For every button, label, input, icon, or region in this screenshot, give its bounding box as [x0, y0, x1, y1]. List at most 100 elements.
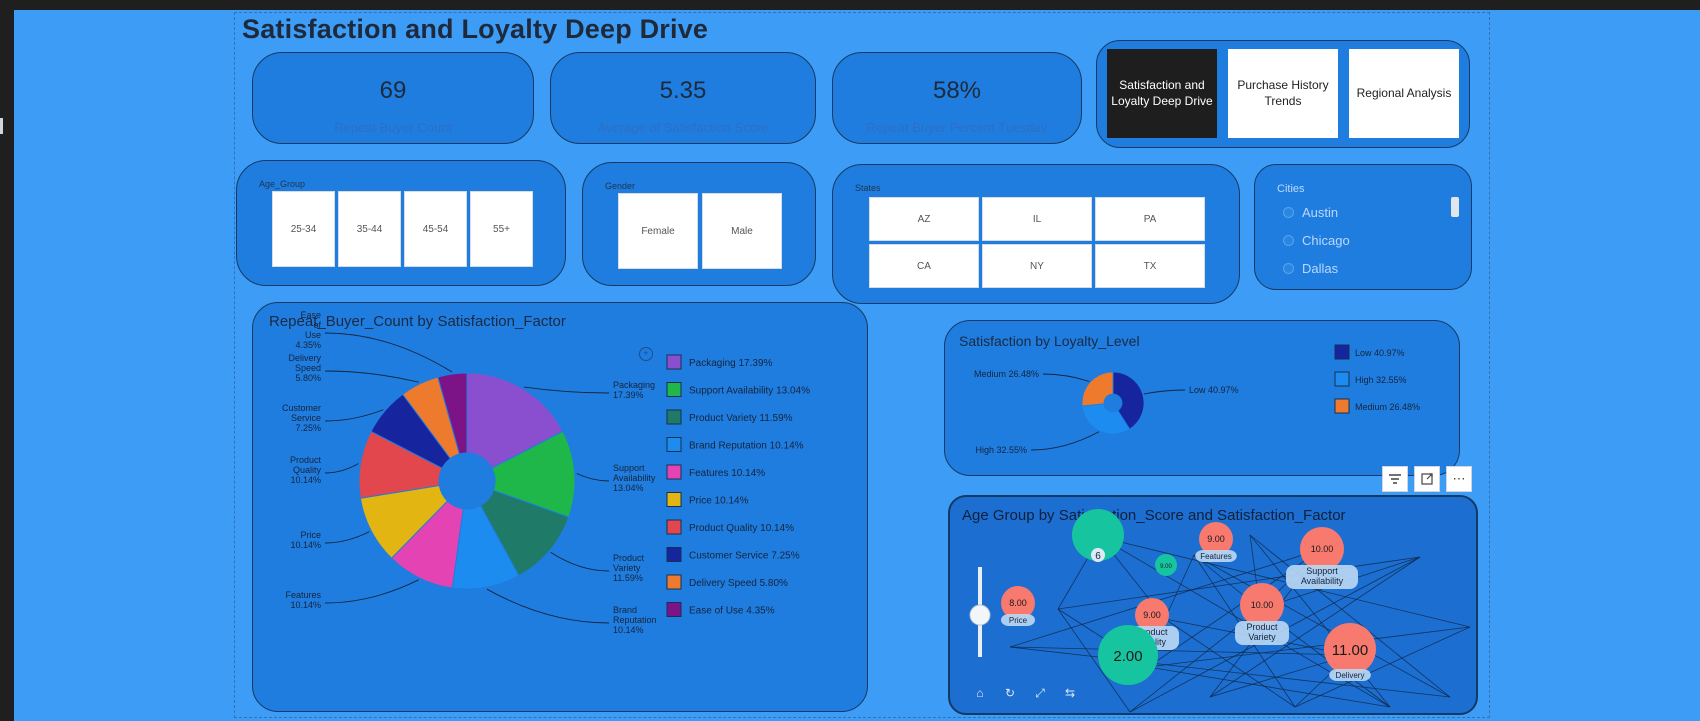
focus-mode-icon[interactable]	[1414, 466, 1440, 492]
legend-swatch	[666, 519, 682, 535]
more-options-icon[interactable]: ⋯	[1446, 466, 1472, 492]
bubble-value: 10.00	[1251, 600, 1274, 610]
legend-swatch	[1334, 371, 1350, 387]
count-badge	[1091, 548, 1105, 562]
state-option[interactable]: CA	[869, 244, 979, 288]
kpi-label: Repeat Buyer Count	[334, 120, 452, 135]
bubble-sublabel-bg	[1235, 621, 1289, 645]
state-option[interactable]: IL	[982, 197, 1092, 241]
state-option[interactable]: AZ	[869, 197, 979, 241]
zoom-slider-handle	[969, 604, 991, 626]
network-link	[1164, 554, 1195, 620]
bubble-sublabel-bg	[1195, 550, 1237, 562]
leader-line	[524, 386, 610, 394]
legend-label: Customer Service 7.25%	[689, 551, 800, 562]
nav-button-satisfaction[interactable]: Satisfaction and Loyalty Deep Drive	[1107, 49, 1217, 138]
gender-slicer: Gender Female Male	[582, 162, 816, 286]
bubble-node	[1001, 586, 1035, 620]
city-option[interactable]: Dallas	[1283, 261, 1338, 276]
repeat-buyer-donut-visual: Repeat_Buyer_Count by Satisfaction_Facto…	[252, 302, 868, 712]
kpi-value: 69	[379, 77, 407, 104]
left-bar-marker	[0, 118, 3, 134]
leader-line	[324, 463, 359, 474]
legend-swatch	[666, 437, 682, 452]
kpi-card-repeat-buyers[interactable]: 69 Repeat Buyer Count	[252, 52, 534, 144]
age-group-slicer: Age_Group 25-34 35-44 45-54 55+	[236, 160, 566, 286]
focus-icon[interactable]: +	[639, 347, 653, 361]
count-label: 6	[1095, 551, 1101, 562]
donut-chart-loyalty-level: Low 40.97%High 32.55%Medium 26.48%Low 40…	[974, 344, 1420, 455]
leader-line	[550, 551, 610, 572]
network-link	[1164, 618, 1296, 708]
legend-swatch	[666, 574, 682, 590]
bubble-node	[1135, 598, 1169, 632]
age-option[interactable]: 25-34	[272, 191, 335, 267]
legend-swatch	[666, 492, 682, 507]
kpi-card-satisfaction[interactable]: 5.35 Average of Satisfaction Score	[550, 52, 816, 144]
city-option[interactable]: Austin	[1283, 205, 1338, 220]
network-link	[1057, 608, 1131, 713]
network-link	[1147, 666, 1391, 708]
city-option[interactable]: Chicago	[1283, 233, 1350, 248]
legend-swatch	[1334, 398, 1350, 414]
legend-swatch	[666, 354, 682, 370]
city-label: Dallas	[1302, 261, 1339, 276]
visual-tool-icon: ⤢	[1034, 686, 1045, 700]
bubble-value: 9.00	[1207, 534, 1225, 544]
bubble-sublabel-bg	[1001, 614, 1035, 626]
window-left-bar	[0, 0, 14, 721]
states-slicer: States AZ IL PA CA NY TX	[832, 164, 1240, 304]
slicer-title: Gender	[605, 181, 636, 191]
slicer-title: States	[855, 183, 881, 193]
state-option[interactable]: NY	[982, 244, 1092, 288]
network-link	[1249, 534, 1451, 698]
legend-label: Medium 26.48%	[1355, 402, 1420, 412]
network-link	[1009, 548, 1323, 648]
bubble-node	[1324, 623, 1376, 675]
legend-label: Brand Reputation 10.14%	[689, 441, 804, 452]
age-option[interactable]: 55+	[470, 191, 533, 267]
leader-line	[324, 409, 384, 422]
age-option[interactable]: 35-44	[338, 191, 401, 267]
kpi-value: 58%	[932, 77, 982, 104]
gender-option[interactable]: Male	[702, 193, 782, 269]
state-option[interactable]: TX	[1095, 244, 1205, 288]
kpi-value: 5.35	[659, 77, 707, 104]
gender-option[interactable]: Female	[618, 193, 698, 269]
nav-button-purchase-history[interactable]: Purchase History Trends	[1228, 49, 1338, 138]
nav-button-regional-analysis[interactable]: Regional Analysis	[1349, 49, 1459, 138]
leader-line	[486, 588, 610, 624]
leader-line	[1143, 389, 1186, 395]
age-group-bubble-visual: Age Group by Satisfaction_Score and Sati…	[948, 495, 1478, 715]
legend-label: Product Variety 11.59%	[689, 413, 793, 424]
visual-tool-icon: ↻	[1005, 686, 1015, 700]
network-link	[1147, 626, 1471, 668]
cities-scrollbar[interactable]	[1451, 197, 1459, 217]
kpi-card-repeat-percent[interactable]: 58% Repeat Buyer Percent Tuesday	[832, 52, 1082, 144]
legend-swatch	[1334, 344, 1350, 360]
state-option[interactable]: PA	[1095, 197, 1205, 241]
data-label: Medium 26.48%	[974, 369, 1039, 379]
age-option[interactable]: 45-54	[404, 191, 467, 267]
leader-line	[1042, 373, 1090, 382]
kpi-label: Repeat Buyer Percent Tuesday	[866, 120, 1048, 135]
window-top-bar	[0, 0, 1700, 10]
chart-title: Satisfaction by Loyalty_Level	[959, 333, 1140, 349]
radio-icon	[1283, 235, 1294, 246]
legend-swatch	[666, 382, 682, 397]
chart-title: Repeat_Buyer_Count by Satisfaction_Facto…	[269, 313, 566, 330]
legend-label: Delivery Speed 5.80%	[689, 578, 788, 589]
legend-label: Packaging 17.39%	[689, 358, 773, 369]
bubble-node	[1240, 583, 1284, 627]
legend-label: Price 10.14%	[689, 496, 749, 507]
donut-slice	[1081, 371, 1114, 407]
leader-line	[324, 579, 419, 604]
bubble-node	[1155, 554, 1177, 576]
filter-icon[interactable]	[1382, 466, 1408, 492]
kpi-label: Average of Satisfaction Score	[597, 120, 769, 135]
